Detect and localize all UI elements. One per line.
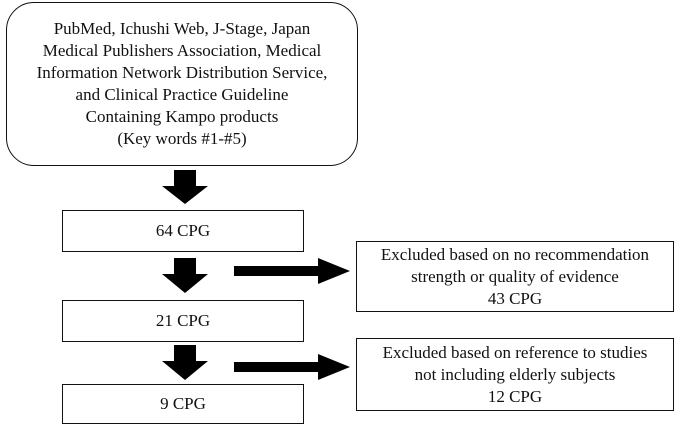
step-box-21-cpg: 21 CPG <box>62 300 304 342</box>
step-label: 21 CPG <box>155 311 211 330</box>
source-line: Medical Publishers Association, Medical <box>42 41 322 60</box>
step-label: 9 CPG <box>160 394 206 413</box>
exclusion-count: 43 CPG <box>487 288 543 308</box>
exclusion-count: 12 CPG <box>487 386 543 406</box>
down-arrow-1 <box>162 170 208 204</box>
exclusion-line: strength or quality of evidence <box>411 266 619 286</box>
source-line: Information Network Distribution Service… <box>36 63 328 82</box>
right-arrow-2 <box>234 354 350 380</box>
down-arrow-3 <box>162 345 208 380</box>
exclusion-box-elderly: Excluded based on reference to studies n… <box>356 338 674 411</box>
source-line: and Clinical Practice Guideline <box>75 85 289 104</box>
step-box-9-cpg: 9 CPG <box>62 384 304 424</box>
source-line: (Key words #1-#5) <box>117 129 247 148</box>
source-line: PubMed, Ichushi Web, J-Stage, Japan <box>53 19 311 38</box>
right-arrow-1 <box>234 258 350 284</box>
step-label: 64 CPG <box>155 221 211 240</box>
exclusion-line: Excluded based on reference to studies <box>382 342 648 362</box>
exclusion-line: Excluded based on no recommendation <box>380 244 650 264</box>
exclusion-line: not including elderly subjects <box>414 364 616 384</box>
step-box-64-cpg: 64 CPG <box>62 210 304 252</box>
exclusion-box-recommendation: Excluded based on no recommendation stre… <box>356 241 674 312</box>
down-arrow-2 <box>162 258 208 293</box>
source-databases-box: PubMed, Ichushi Web, J-Stage, Japan Medi… <box>6 2 358 166</box>
source-line: Containing Kampo products <box>85 107 279 126</box>
